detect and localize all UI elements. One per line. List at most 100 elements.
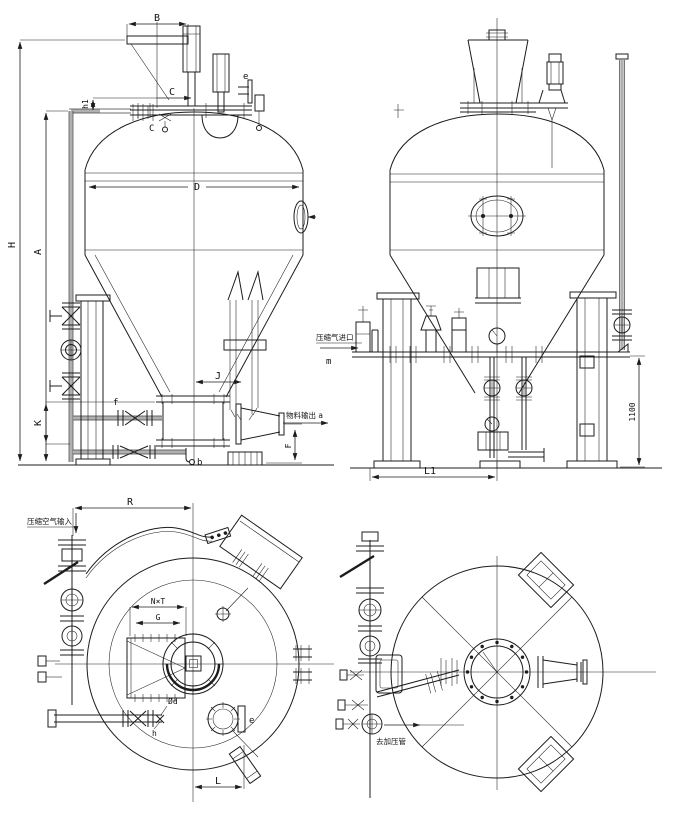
side-stub-nozzles [293,645,312,684]
air-input-label: 压缩空气输入 [27,516,72,526]
dim-h1: h1 [81,97,157,111]
dim-label-A: A [33,249,44,255]
dim-label-K: K [33,420,44,426]
nozzle-e-plan [206,702,259,758]
valve-lower [49,372,81,400]
label-f: f [113,398,118,408]
globe-valve-left [483,376,501,401]
valve-handle [339,554,375,579]
dim-label-B: B [154,13,160,24]
pressure-gauge [488,327,506,352]
label-h: h [152,729,157,738]
left-pipe-train [49,108,195,465]
plan-bottom-pipe [47,709,165,728]
left-valve-train [37,535,86,705]
top-right-valve [536,53,568,168]
label-C-nozzle: C [149,124,154,134]
air-manifold [352,305,630,363]
side-elevation-view: 压缩气进口 m 1100 L1 [316,18,662,481]
pipe-valve [612,309,632,341]
left-valve-train-plan [337,531,403,798]
globe-valve-right [515,376,533,401]
tank-outline [390,565,604,779]
target-marker [215,606,231,622]
sight-glass [60,339,82,361]
air-input-callout: 压缩空气输入 [27,513,79,534]
front-elevation-view: H A K B h1 C C e D [7,13,334,468]
label-b: b [197,458,202,468]
right-vertical-pipe [612,53,632,350]
dim-label-J: J [215,371,221,382]
junction-box [219,514,303,612]
dim-L1: L1 [369,462,498,481]
elbow-b [185,448,191,463]
h-callout: h [152,721,161,738]
dim-label-R: R [127,497,134,508]
horizontal-pipe-upper [73,410,162,426]
material-outlet-label: 物料输出 a [286,410,323,420]
bracket-lower [517,735,575,793]
outlet-nozzle-plan [537,656,588,688]
diagonal-guides [421,596,573,748]
label-e: e [243,72,248,82]
dim-label-H: H [7,242,18,248]
head-nozzle [394,104,404,118]
nozzle-c-valve [158,113,172,133]
discharge-assembly [156,394,285,466]
relief-device [254,94,265,112]
dim-label-1100: 1100 [628,402,637,421]
horizontal-connection [440,658,458,686]
discharge-support [227,451,263,466]
material-outlet-callout: 物料输出 a [283,410,329,426]
fluidizing-frame [126,634,186,702]
manifold-end-cone [617,342,629,353]
valve-handle [43,560,79,586]
dim-A: A [33,110,68,462]
internal-fluidizing-elements [223,270,267,421]
top-inlet-assembly [126,22,265,139]
dim-label-G: G [156,613,161,622]
slanted-connection [376,669,460,698]
dome-valve-body [201,114,239,139]
dim-label-L: L [215,776,221,787]
dim-H: H [7,39,125,462]
dim-R: R [72,497,192,536]
to-pressurizing-pipe-label: 去加压管 [376,736,406,746]
dim-G: G [135,613,181,626]
pressurizing-line: 去加压管 [335,713,464,746]
center-flange [162,633,224,695]
flexible-hose [85,526,232,579]
valve-upper [49,302,81,330]
dim-label-L1: L1 [424,466,436,477]
horizontal-pipe-lower [73,445,195,465]
tank-outline [86,557,300,771]
dim-label-NxT: N×T [151,597,166,606]
dim-L: L [194,745,245,790]
manhole [468,195,526,237]
lower-gauge [484,416,500,432]
center-flange [463,638,531,706]
dim-C: C [157,87,192,101]
bottom-discharge-pipes [477,357,545,469]
dim-NxT: N×T [129,597,187,636]
dim-label-F: F [284,443,293,448]
dim-D: D [88,182,300,193]
air-inlet-callout: 压缩气进口 m [316,332,362,367]
dim-B: B [126,13,189,36]
dim-F: F [266,423,302,464]
dim-label-D: D [194,182,200,193]
dim-K: K [33,401,155,445]
label-phi-d: Ød [168,696,178,706]
top-feed-funnel [460,29,536,114]
phi-d-callout: Ød [160,696,178,716]
front-leg [75,294,111,466]
inlet-valve-cluster [355,306,379,353]
dim-1100: 1100 [620,355,645,468]
pressure-reducing-valve [420,305,442,352]
plan-view-right: 去加压管 [335,531,656,798]
nozzle-e-flange [247,79,253,104]
vessel-shell [389,113,605,394]
air-inlet-label: 压缩气进口 [316,332,354,342]
